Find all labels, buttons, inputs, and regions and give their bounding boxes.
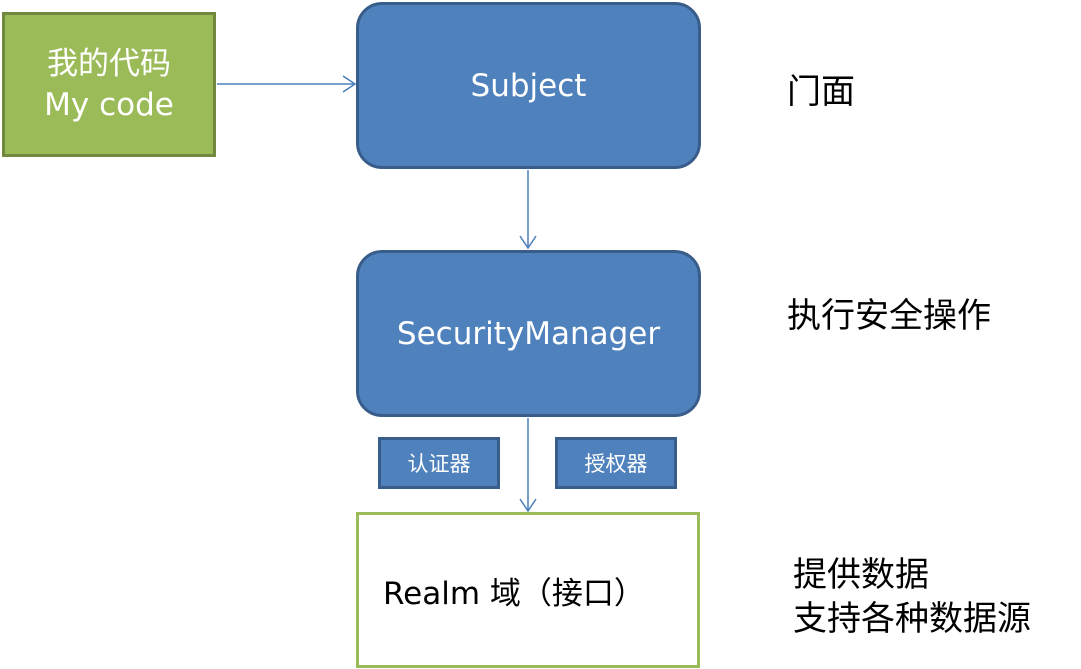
data-provider-line2: 支持各种数据源 [793, 599, 1031, 639]
subject-box: Subject [356, 2, 701, 169]
data-provider-annotation: 提供数据 支持各种数据源 [793, 553, 1031, 641]
authenticator-label: 认证器 [407, 452, 471, 476]
facade-annotation: 门面 [787, 72, 855, 112]
arrowhead-secmgr-to-realm [519, 498, 537, 513]
my-code-box: 我的代码 My code [2, 12, 216, 157]
my-code-label-en: My code [44, 86, 174, 123]
realm-label: Realm 域（接口） [383, 575, 645, 612]
realm-box: Realm 域（接口） [356, 512, 700, 668]
my-code-label-cn: 我的代码 [47, 46, 171, 83]
security-manager-box: SecurityManager [356, 250, 701, 417]
exec-security-annotation: 执行安全操作 [787, 296, 991, 336]
data-provider-line1: 提供数据 [793, 555, 929, 595]
authorizer-label: 授权器 [584, 452, 648, 476]
arrowhead-mycode-to-subject [342, 75, 357, 93]
arrowhead-subject-to-secmgr [519, 235, 537, 250]
authorizer-box: 授权器 [555, 437, 677, 489]
security-manager-label: SecurityManager [396, 315, 661, 352]
subject-label: Subject [470, 67, 587, 104]
authenticator-box: 认证器 [378, 437, 500, 489]
